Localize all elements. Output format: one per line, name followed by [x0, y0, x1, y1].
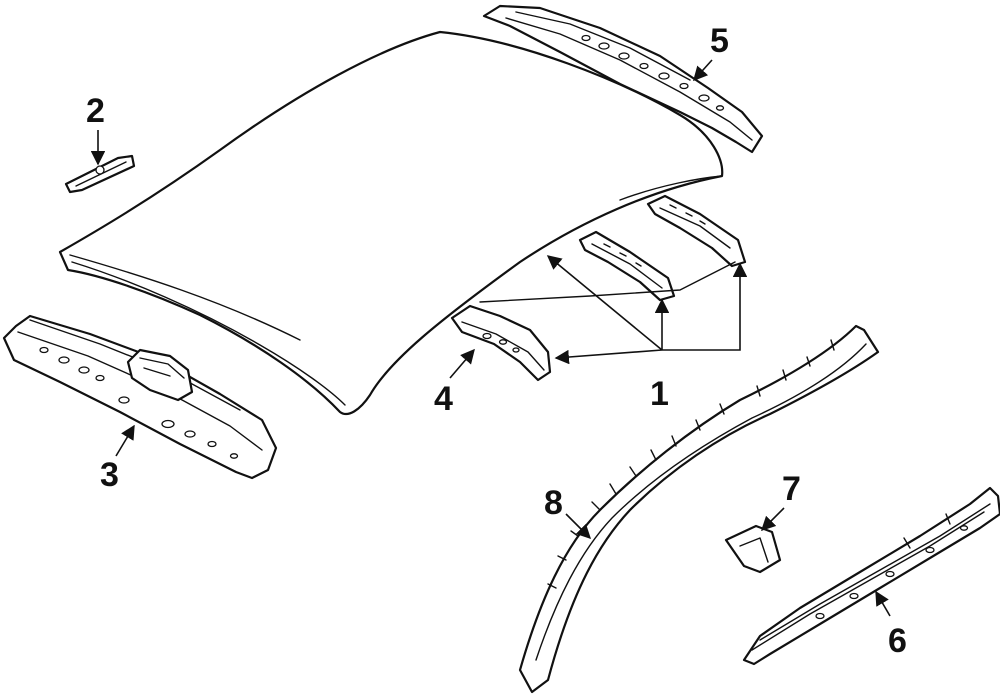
front-header-rail — [2, 314, 278, 480]
side-roof-rail — [518, 324, 880, 694]
callout-5: 5 — [710, 22, 729, 60]
header-rail-holes — [581, 34, 725, 111]
reinforcement-details — [815, 513, 969, 620]
roof-header-rail — [482, 4, 764, 154]
roof-rail-clip — [724, 524, 782, 574]
roof-bracket — [64, 154, 136, 194]
side-rail-reinforcement — [742, 486, 1000, 666]
roof-panel — [58, 30, 724, 416]
callout-3: 3 — [100, 456, 119, 494]
callout-8: 8 — [544, 484, 563, 522]
callout-1: 1 — [650, 375, 669, 413]
roof-bow-middle — [578, 230, 676, 302]
callout-2: 2 — [86, 92, 105, 130]
front-header-rail-holes — [39, 346, 239, 459]
roof-bow-front — [646, 194, 747, 268]
callout-7: 7 — [782, 470, 801, 508]
roof-underside-shadow — [479, 261, 736, 303]
leader-lines — [90, 59, 891, 617]
callout-4: 4 — [434, 380, 453, 418]
roof-bow-rear — [450, 304, 552, 382]
callout-6: 6 — [888, 622, 907, 660]
